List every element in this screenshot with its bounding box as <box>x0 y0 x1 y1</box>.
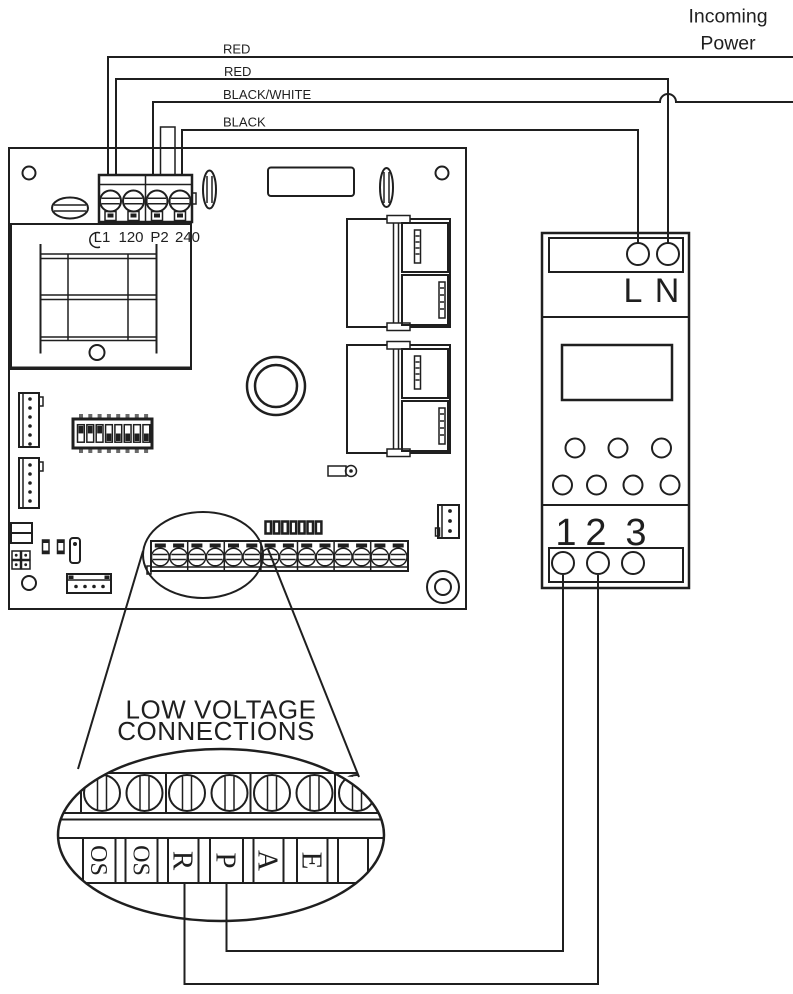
wire-p-to-terminal-1 <box>225 575 564 952</box>
wire-label-red-1: RED <box>223 42 250 57</box>
incoming-power-label-line1: Incoming <box>688 6 767 28</box>
wire-r-to-terminal-2 <box>183 575 599 985</box>
label-hook-mark <box>89 231 101 249</box>
connector-header-bottom <box>66 573 112 594</box>
transformer <box>10 223 192 370</box>
transformer-hole <box>88 344 106 361</box>
lv-terminal-label-os-1: OS <box>85 845 111 876</box>
low-voltage-terminal-strip <box>146 540 409 575</box>
wire-red-2 <box>115 78 669 243</box>
lv-terminal-label-a: A <box>252 850 284 871</box>
timer-label-l: L <box>624 272 643 310</box>
timer-label-2: 2 <box>585 512 606 554</box>
dip-switch <box>71 414 154 453</box>
terminal-screws <box>99 189 192 213</box>
lv-terminal-label-e: E <box>295 852 327 870</box>
magnifier-cone-left <box>77 550 144 770</box>
timer-terminal-3 <box>621 551 645 575</box>
mount-hole-top-right <box>434 165 450 181</box>
timer-module: L N 1 2 3 <box>540 231 691 590</box>
wire-label-black-white: BLACK/WHITE <box>223 87 311 102</box>
lv-terminal-label-os-2: OS <box>127 845 153 876</box>
capacitor-oval-right <box>379 167 394 208</box>
capacitor-round <box>245 355 307 417</box>
timer-top-terminal-box <box>548 237 684 273</box>
timer-label-3: 3 <box>625 512 646 554</box>
incoming-power-label-line2: Power <box>700 33 756 55</box>
timer-label-1: 1 <box>555 512 576 554</box>
mount-hole-bottom-right-inner <box>434 578 452 596</box>
timer-bottom-terminal-box <box>548 547 684 583</box>
connector-header-right <box>434 504 460 539</box>
board-outline <box>8 147 467 610</box>
timer-terminal-n <box>656 242 680 266</box>
timer-terminal-l <box>626 242 650 266</box>
capacitor-oval-left <box>202 169 217 210</box>
magnifier-cone-right <box>267 548 360 778</box>
jumper-pads <box>10 522 33 570</box>
wire-sleeve <box>159 126 176 175</box>
relay-block-1 <box>346 214 451 332</box>
component-fuse <box>267 166 355 197</box>
timer-display <box>560 343 674 402</box>
terminal-label-120: 120 <box>118 229 143 246</box>
connector-header-2 <box>18 457 44 509</box>
magnifier-title-line2: CONNECTIONS <box>117 716 315 746</box>
magnifier-source-ellipse <box>142 511 264 599</box>
mount-hole-top-left <box>21 165 37 181</box>
timer-terminal-1 <box>551 551 575 575</box>
strip-clamp-dashes <box>154 543 404 548</box>
solder-pads-row <box>264 520 323 535</box>
connector-header-1 <box>18 392 44 448</box>
terminal-label-p2: P2 <box>150 229 168 246</box>
terminal-pins <box>104 210 187 222</box>
terminal-label-240: 240 <box>175 229 200 246</box>
circuit-board: L1 120 P2 240 <box>8 147 467 610</box>
magnified-terminal-strip: OS OS R P A E <box>58 772 384 884</box>
wire-black <box>181 129 639 243</box>
wire-black-white <box>152 93 793 175</box>
lv-terminal-label-p: P <box>210 852 242 868</box>
magnified-screws <box>83 774 376 812</box>
terminal-label-l1: L1 <box>94 229 111 246</box>
timer-label-n: N <box>655 272 680 310</box>
magnified-label-cells <box>60 838 382 884</box>
relay-block-2 <box>346 340 451 458</box>
small-capacitor <box>69 537 81 564</box>
strip-screws <box>150 547 408 567</box>
lv-terminal-label-r: R <box>166 851 198 871</box>
wire-red-1 <box>107 56 793 175</box>
magnifier-title-line1: LOW VOLTAGE <box>126 695 317 725</box>
timer-terminal-2 <box>586 551 610 575</box>
timer-buttons <box>552 437 681 496</box>
led-component <box>327 464 358 478</box>
mount-hole-bottom-left <box>21 575 37 591</box>
wire-label-black: BLACK <box>223 115 266 130</box>
small-resistors <box>41 539 65 555</box>
power-terminal-block: L1 120 P2 240 <box>89 173 200 249</box>
component-pill <box>51 196 89 220</box>
mount-hole-bottom-right-outer <box>426 570 460 604</box>
incoming-power-wires: RED RED BLACK/WHITE BLACK Incoming Power <box>107 6 793 243</box>
wire-label-red-2: RED <box>224 64 251 79</box>
timer-outline <box>540 231 691 590</box>
